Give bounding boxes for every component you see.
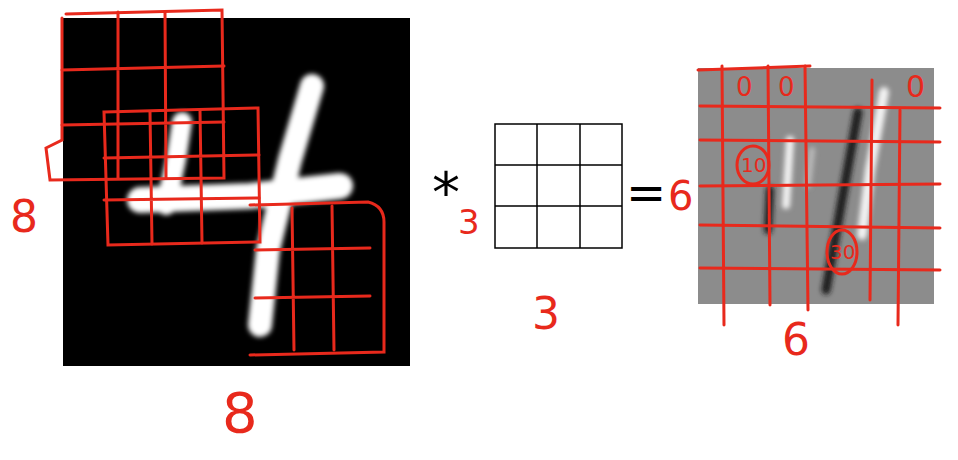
dimension-number: 6 [782, 318, 810, 362]
dimension-number: 8 [10, 195, 38, 239]
input-image [63, 18, 410, 366]
cell-value: 0 [906, 72, 925, 102]
receptive-field-grids [46, 10, 384, 355]
feature-strokes [768, 92, 884, 290]
cell-value: 0 [736, 74, 753, 100]
dimension-number: 6 [668, 176, 693, 216]
cell-value: 0 [778, 74, 795, 100]
equals-sign: = [626, 168, 666, 216]
cell-value: 10 [741, 155, 766, 175]
convolution-operator: * [432, 165, 460, 221]
dimension-number: 3 [532, 292, 560, 336]
dimension-number: 3 [458, 205, 480, 239]
dimension-number: 8 [222, 385, 258, 441]
output-grid [698, 66, 940, 325]
kernel-grid [495, 124, 622, 248]
cell-value: 30 [830, 242, 855, 262]
